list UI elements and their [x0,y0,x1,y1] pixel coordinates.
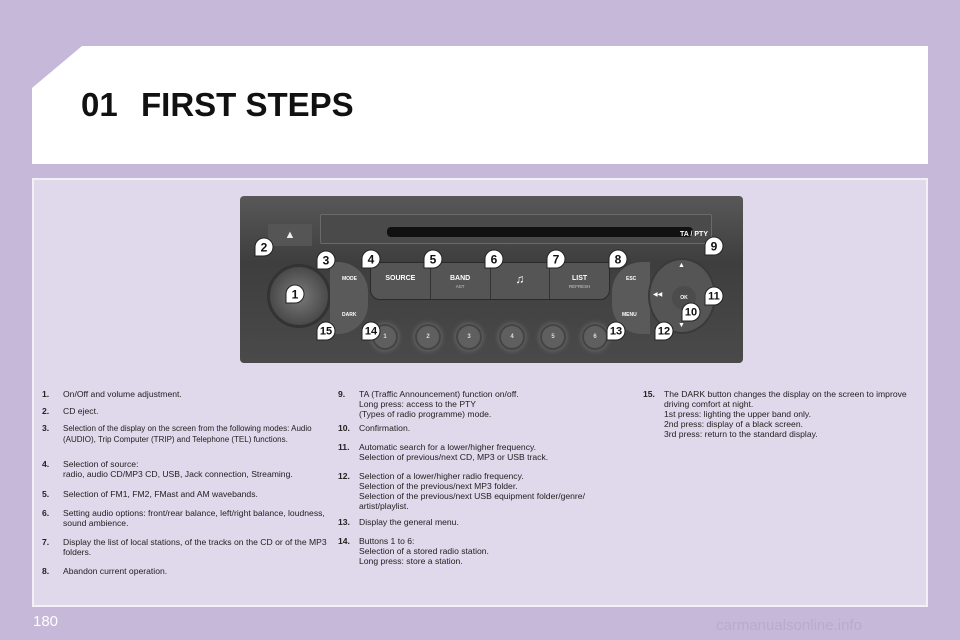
mode-dark-button: MODE DARK [330,262,368,334]
eject-icon: ▲ [268,224,312,246]
legend-item: 15. The DARK button changes the display o… [643,389,914,439]
item-text: TA (Traffic Announcement) function on/of… [359,389,519,419]
menu-label: MENU [622,312,637,318]
mode-label: MODE [342,276,357,282]
item-text: The DARK button changes the display on t… [664,389,907,439]
refresh-label: REFRESH [568,284,591,289]
rewind-icon: ◀◀ [653,292,663,298]
up-arrow-icon: ▲ [678,262,685,269]
legend-item: 2. CD eject. [42,406,328,416]
item-number: 13. [338,517,350,527]
callout-10: 10 [681,302,701,322]
callout-6: 6 [484,249,504,269]
item-number: 11. [338,442,350,452]
page-title: FIRST STEPS [141,86,354,123]
callout-3: 3 [316,250,336,270]
music-button: ♫ [491,263,551,299]
item-number: 4. [42,459,50,469]
callout-2: 2 [254,237,274,257]
band-label: BAND [450,275,471,282]
item-text: Selection of the display on the screen f… [63,424,312,444]
ast-label: AST [455,284,465,289]
source-button: SOURCE [371,263,431,299]
callout-14: 14 [361,321,381,341]
item-text: Selection of FM1, FM2, FMast and AM wave… [63,489,258,499]
item-number: 12. [338,471,350,481]
ta-pty-button: TA / PTY [680,231,708,238]
item-text: Selection of a lower/higher radio freque… [359,471,585,511]
item-number: 5. [42,489,50,499]
item-number: 6. [42,508,50,518]
callout-13: 13 [606,321,626,341]
music-note-icon: ♫ [515,272,525,286]
item-number: 14. [338,536,350,546]
item-number: 7. [42,537,50,547]
cd-slot [320,214,712,244]
item-text: Buttons 1 to 6: Selection of a stored ra… [359,536,489,566]
item-number: 2. [42,406,50,416]
preset-button-2: 2 [415,324,441,350]
item-number: 1. [42,389,50,399]
preset-button-3: 3 [456,324,482,350]
callout-7: 7 [546,249,566,269]
dark-label: DARK [342,312,357,318]
item-text: Setting audio options: front/rear balanc… [63,508,325,528]
legend-item: 5. Selection of FM1, FM2, FMast and AM wa… [42,489,328,499]
legend-item: 12. Selection of a lower/higher radio fre… [338,471,624,511]
legend-item: 10. Confirmation. [338,423,624,433]
legend-item: 1. On/Off and volume adjustment. [42,389,328,399]
legend-item: 3. Selection of the display on the screen… [42,423,328,445]
item-number: 10. [338,423,350,433]
legend-item: 4. Selection of source: radio, audio CD/M… [42,459,328,479]
preset-button-4: 4 [499,324,525,350]
band-button: BAND AST [431,263,491,299]
callout-15: 15 [316,321,336,341]
esc-label: ESC [626,276,637,282]
chapter-number: 01 [81,86,118,123]
item-number: 8. [42,566,50,576]
preset-button-5: 5 [540,324,566,350]
callout-1: 1 [285,284,305,304]
item-text: Selection of source: radio, audio CD/MP3… [63,459,293,479]
item-number: 15. [643,389,655,399]
item-text: CD eject. [63,406,99,416]
item-text: Display the list of local stations, of t… [63,537,327,557]
page-number: 180 [33,613,59,630]
legend-item: 14. Buttons 1 to 6: Selection of a stored… [338,536,624,566]
item-number: 9. [338,389,346,399]
item-text: Automatic search for a lower/higher freq… [359,442,549,462]
callout-5: 5 [423,249,443,269]
preset-button-6: 6 [582,324,608,350]
list-label: LIST [572,275,588,282]
legend-item: 11. Automatic search for a lower/higher f… [338,442,624,462]
item-text: Abandon current operation. [63,566,168,576]
item-number: 3. [42,423,50,433]
legend-item: 13. Display the general menu. [338,517,624,527]
down-arrow-icon: ▼ [678,322,685,329]
legend-item: 7. Display the list of local stations, of… [42,537,328,557]
legend-item: 8. Abandon current operation. [42,566,328,576]
callout-4: 4 [361,249,381,269]
callout-8: 8 [608,249,628,269]
legend-item: 6. Setting audio options: front/rear bala… [42,508,328,528]
watermark: carmanualsonline.info [716,617,862,634]
item-text: On/Off and volume adjustment. [63,389,182,399]
legend-item: 9. TA (Traffic Announcement) function on/… [338,389,624,419]
item-text: Confirmation. [359,423,411,433]
list-button: LIST REFRESH [550,263,609,299]
callout-9: 9 [704,236,724,256]
source-label: SOURCE [385,275,416,282]
callout-11: 11 [704,286,724,306]
item-text: Display the general menu. [359,517,459,527]
header-banner [32,46,928,164]
callout-12: 12 [654,321,674,341]
radio-unit-illustration: ▲ TA / PTY MODE DARK SOURCE BAND AST ♫ LIS… [240,196,743,363]
